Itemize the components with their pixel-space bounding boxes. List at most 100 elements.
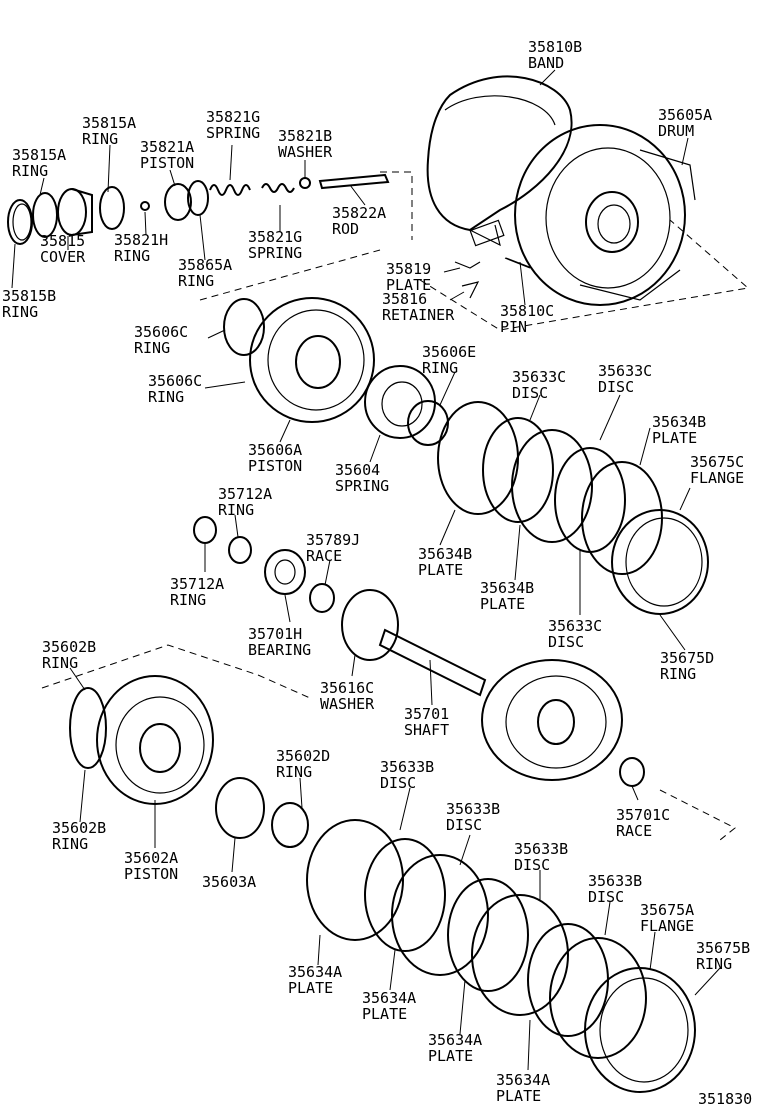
part-name: DISC (588, 888, 624, 906)
part-number: 35602D (276, 747, 330, 765)
part-name: RING (218, 501, 254, 519)
part-name: RING (148, 388, 184, 406)
part-number: 35633B (514, 840, 568, 858)
part-name: FLANGE (690, 469, 744, 487)
part-name: SPRING (335, 477, 389, 495)
parts-drawing (7, 69, 750, 1093)
part-name: BAND (528, 54, 564, 72)
plate-retainer (454, 257, 533, 299)
part-name: SHAFT (404, 721, 449, 739)
part-number: 35675D (660, 649, 714, 667)
part-name: DISC (514, 856, 550, 874)
part-number: 35633B (588, 872, 642, 890)
piston-b (223, 297, 375, 423)
part-name: DISC (380, 774, 416, 792)
part-name: COVER (40, 248, 86, 266)
part-number: 35789J (306, 531, 360, 549)
brake-band (426, 75, 573, 247)
part-name: WASHER (278, 143, 333, 161)
part-number: 35633C (548, 617, 602, 635)
part-number: 35821G (248, 228, 302, 246)
part-number: 35815A (12, 146, 66, 164)
part-number: 35606C (134, 323, 188, 341)
part-number: 35810C (500, 302, 554, 320)
part-name: DISC (512, 384, 548, 402)
part-number: 35633C (598, 362, 652, 380)
part-number: 35633C (512, 368, 566, 386)
part-number: 35701 (404, 705, 449, 723)
part-number: 35604 (335, 461, 380, 479)
part-number: 35815 (40, 232, 85, 250)
part-name: RING (660, 665, 696, 683)
part-name: FLANGE (640, 917, 694, 935)
part-name: RING (134, 339, 170, 357)
drum (504, 124, 696, 306)
diagram-number: 351830 (698, 1090, 752, 1108)
part-name: RING (696, 955, 732, 973)
part-number: 35633B (380, 758, 434, 776)
part-name: RACE (616, 822, 652, 840)
part-number: 35602A (124, 849, 178, 867)
part-number: 35865A (178, 256, 232, 274)
return-spring (364, 365, 449, 446)
part-name: PLATE (418, 561, 463, 579)
part-name: PISTON (248, 457, 302, 475)
part-number: 35675B (696, 939, 750, 957)
part-number: 35605A (658, 106, 712, 124)
part-number: 35634A (288, 963, 342, 981)
part-number: 35815B (2, 287, 56, 305)
part-name: RING (170, 591, 206, 609)
part-name: DISC (446, 816, 482, 834)
part-number: 35634A (362, 989, 416, 1007)
part-number: 35821B (278, 127, 332, 145)
part-number: 35821G (206, 108, 260, 126)
small-rings (193, 516, 335, 613)
part-name: WASHER (320, 695, 375, 713)
part-name: SPRING (206, 124, 260, 142)
part-name: PLATE (652, 429, 697, 447)
clutch-pack-a (306, 819, 696, 1093)
part-name: PLATE (386, 276, 431, 294)
part-number: 35634B (480, 579, 534, 597)
part-name: PLATE (480, 595, 525, 613)
part-name: DISC (548, 633, 584, 651)
leader-lines (11, 69, 721, 1071)
part-number: 35821A (140, 138, 194, 156)
part-number: 35701C (616, 806, 670, 824)
part-number: 35822A (332, 204, 386, 222)
